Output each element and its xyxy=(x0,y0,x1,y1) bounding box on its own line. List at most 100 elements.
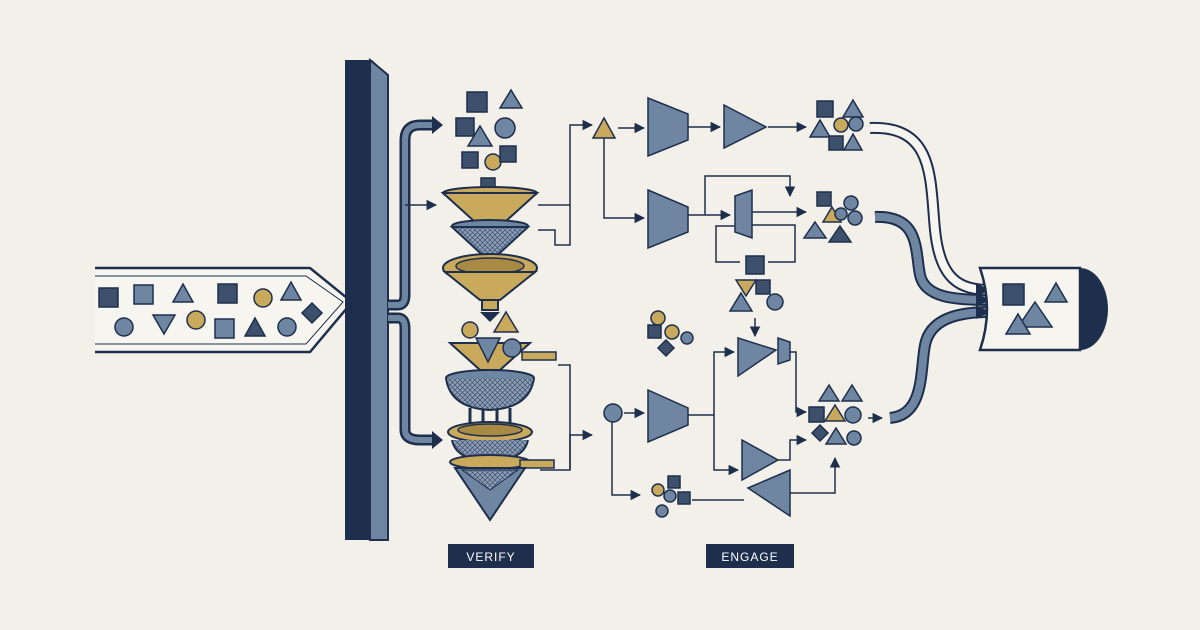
engage-center-cluster xyxy=(728,255,784,338)
funnel-icon xyxy=(449,454,555,522)
triangle-icon xyxy=(823,403,847,422)
engage-lower-network xyxy=(603,336,841,518)
circle-icon xyxy=(655,504,669,518)
triangle-icon xyxy=(492,310,520,333)
triangle-icon xyxy=(808,118,832,138)
funnel-icon xyxy=(447,337,557,371)
triangle-icon xyxy=(1004,312,1032,335)
square-icon xyxy=(816,191,832,207)
square-icon xyxy=(828,135,844,151)
triangle-icon xyxy=(498,88,524,109)
circle-icon xyxy=(650,310,666,326)
triangle-icon xyxy=(171,282,195,303)
triangle-icon xyxy=(151,314,177,336)
circle-icon xyxy=(847,210,863,226)
triangle-icon xyxy=(591,116,617,139)
circle-icon xyxy=(494,117,516,139)
square-icon xyxy=(808,406,825,423)
circle-icon xyxy=(834,207,848,221)
amplifier-icon xyxy=(746,468,791,518)
circle-icon xyxy=(766,293,784,311)
triangle-icon xyxy=(466,124,494,147)
square-icon xyxy=(217,283,238,304)
circle-icon xyxy=(186,310,206,330)
split-pipes xyxy=(388,116,443,449)
circle-icon xyxy=(114,317,134,337)
square-icon xyxy=(133,284,154,305)
input-items xyxy=(98,280,324,339)
triangle-icon xyxy=(1016,300,1054,328)
circle-icon xyxy=(277,317,297,337)
amplifier-icon xyxy=(777,336,791,366)
circle-icon xyxy=(664,324,680,340)
splitter-icon xyxy=(734,188,753,240)
square-icon xyxy=(499,145,517,163)
output-cluster-2 xyxy=(802,191,863,243)
triangle-icon xyxy=(734,279,758,298)
amplifier-icon xyxy=(647,96,689,158)
filter-barrier xyxy=(345,57,389,541)
diamond-icon xyxy=(656,338,676,358)
engage-second-row xyxy=(647,175,808,263)
converging-streams xyxy=(869,121,991,424)
circle-icon xyxy=(680,331,694,345)
amplifier-icon xyxy=(647,188,689,250)
output-cluster-1 xyxy=(808,98,865,151)
square-icon xyxy=(745,255,765,275)
circle-icon xyxy=(846,430,862,446)
square-icon xyxy=(461,151,479,169)
output-container xyxy=(978,266,1108,352)
square-icon xyxy=(755,279,771,295)
engage-top-row xyxy=(591,96,808,224)
circle-icon xyxy=(663,489,677,503)
triangle-icon xyxy=(841,98,865,118)
triangle-icon xyxy=(279,280,303,301)
square-icon xyxy=(667,475,681,489)
output-cluster-3 xyxy=(808,383,884,446)
triangle-icon xyxy=(728,291,754,312)
triangle-icon xyxy=(243,316,267,337)
square-icon xyxy=(214,318,235,339)
svg-text:ENGAGE: ENGAGE xyxy=(721,550,778,564)
triangle-icon xyxy=(827,224,853,243)
verify-mid-shapes xyxy=(461,310,520,339)
amplifier-icon xyxy=(723,103,768,150)
triangle-icon xyxy=(817,383,841,402)
triangle-icon xyxy=(824,426,848,445)
square-icon xyxy=(647,324,662,339)
svg-text:VERIFY: VERIFY xyxy=(466,550,515,564)
engage-label: ENGAGE xyxy=(706,544,794,568)
verify-connectors xyxy=(538,119,594,471)
funnel-icon xyxy=(442,253,538,322)
verify-incoming-shapes xyxy=(455,88,524,191)
square-icon xyxy=(466,91,488,113)
amplifier-icon xyxy=(737,336,778,378)
triangle-icon xyxy=(1043,281,1069,303)
square-icon xyxy=(677,491,691,505)
triangle-icon xyxy=(802,220,828,239)
sieve-icon xyxy=(449,219,531,264)
triangle-icon xyxy=(840,383,864,402)
circle-icon xyxy=(461,321,479,339)
square-icon xyxy=(1002,283,1025,306)
amplifier-icon xyxy=(741,438,780,482)
diamond-icon xyxy=(300,301,324,325)
triangle-icon xyxy=(842,132,864,151)
circle-icon xyxy=(844,406,862,424)
circle-icon xyxy=(484,153,502,171)
square-icon xyxy=(816,100,834,118)
circle-icon xyxy=(833,117,849,133)
circle-icon xyxy=(253,288,273,308)
verify-label: VERIFY xyxy=(448,544,534,568)
circle-icon xyxy=(651,483,665,497)
square-icon xyxy=(455,117,475,137)
circle-icon xyxy=(848,116,864,132)
circle-icon xyxy=(843,195,859,211)
square-icon xyxy=(98,287,119,308)
diamond-icon xyxy=(810,423,830,443)
amplifier-icon xyxy=(647,388,689,444)
engage-loose-cluster xyxy=(647,310,694,358)
sieve-icon xyxy=(445,369,535,436)
circle-icon xyxy=(603,403,623,423)
